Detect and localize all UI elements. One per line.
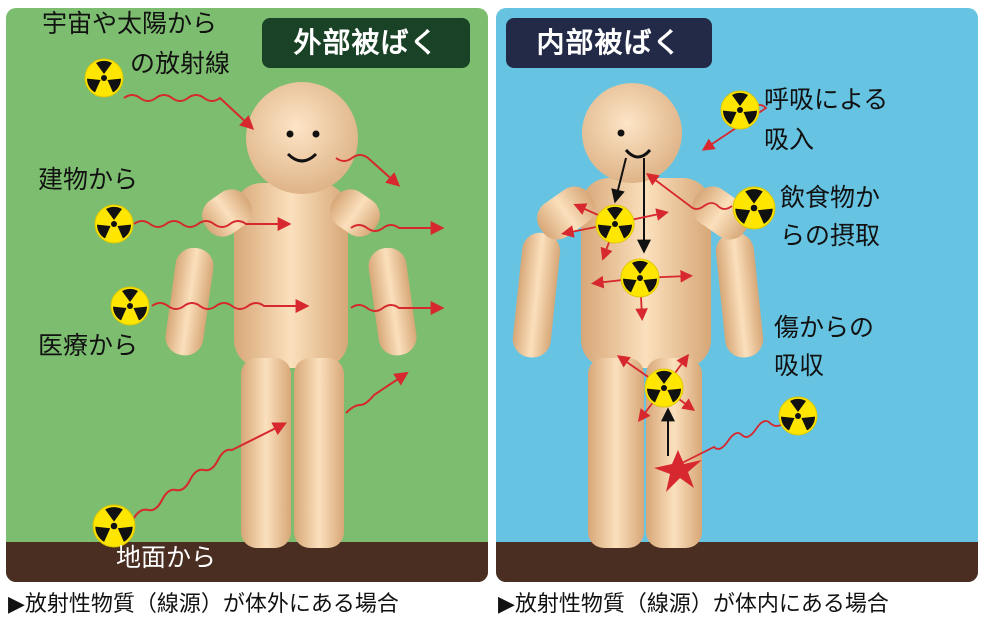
label-cosmic-line1: 宇宙や太陽から	[42, 9, 218, 38]
radiation-trefoil-icon	[644, 368, 684, 408]
internal-exposure-panel: 内部被ばく 呼吸による 吸入 飲食物か らの摂取 傷からの 吸収	[496, 8, 978, 582]
label-building: 建物から	[38, 165, 139, 194]
label-wound-line2: 吸収	[774, 351, 825, 380]
radiation-trefoil-icon	[595, 204, 635, 244]
internal-pathway-arrows	[611, 157, 675, 456]
radiation-trefoil-icon	[110, 286, 150, 326]
radiation-trefoil-icon	[720, 90, 760, 130]
label-inhale-line1: 呼吸による	[764, 85, 889, 114]
wound-star-icon	[654, 450, 702, 492]
radiation-trefoil-icon	[732, 186, 776, 230]
external-caption: ▶放射性物質（線源）が体外にある場合	[8, 592, 399, 617]
label-cosmic-line2: の放射線	[130, 49, 231, 78]
internal-caption: ▶放射性物質（線源）が体内にある場合	[498, 592, 889, 617]
external-figure	[84, 58, 445, 548]
radiation-trefoil-icon	[92, 504, 136, 548]
label-ingest-line2: らの摂取	[780, 221, 881, 250]
ground-strip	[496, 542, 978, 582]
internal-exposure-title: 内部被ばく	[506, 18, 712, 68]
human-figure	[165, 82, 417, 548]
external-exposure-title: 外部被ばく	[262, 18, 470, 68]
external-rays	[123, 94, 445, 519]
label-wound-line1: 傷からの	[774, 313, 875, 342]
radiation-trefoil-icon	[84, 58, 124, 98]
radiation-trefoil-icon	[778, 396, 818, 436]
human-figure	[512, 83, 764, 548]
label-inhale-line2: 吸入	[764, 125, 815, 154]
label-medical: 医療から	[38, 331, 139, 360]
label-ground: 地面から	[116, 543, 217, 572]
external-exposure-panel: 外部被ばく 宇宙や太陽から の放射線 建物から 医療から 地面から	[6, 8, 488, 582]
label-ingest-line1: 飲食物か	[780, 183, 881, 212]
radiation-trefoil-icon	[620, 258, 660, 298]
radiation-trefoil-icon	[94, 204, 134, 244]
ground-strip	[6, 542, 488, 582]
internal-figure	[512, 83, 818, 548]
